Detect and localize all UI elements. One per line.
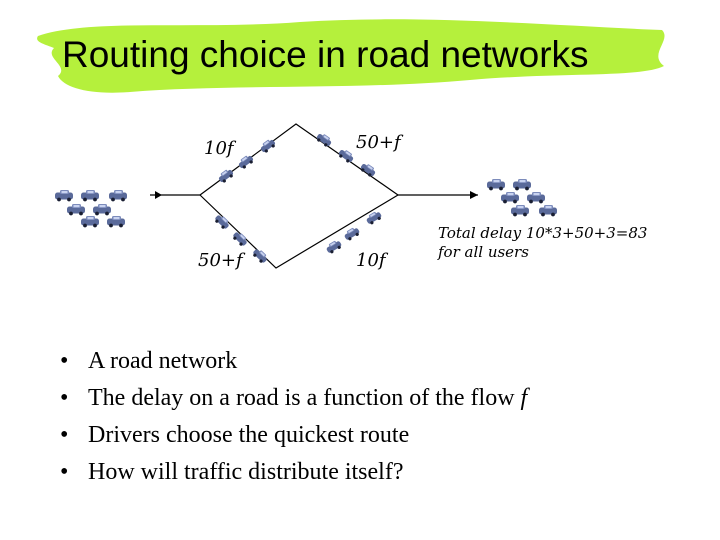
flow-variable: f [520, 385, 528, 411]
list-item: • Drivers choose the quickest route [60, 417, 700, 454]
edge-label-upper-left: 10f [204, 138, 234, 159]
car-icon [364, 209, 383, 226]
bullet-text: The delay on a road is a function of the… [88, 385, 521, 411]
note-line-1: Total delay 10*3+50+3=83 [438, 224, 648, 242]
bullet-marker: • [60, 385, 69, 411]
list-item: • How will traffic distribute itself? [60, 454, 700, 491]
car-icon [55, 190, 73, 202]
page-title: Routing choice in road networks [62, 34, 589, 75]
car-icon [315, 131, 334, 149]
note-line-2: for all users [438, 243, 529, 261]
car-icon [511, 205, 529, 217]
car-icon [81, 216, 99, 228]
car-icon [337, 147, 356, 165]
car-icon [501, 192, 519, 204]
bullet-marker: • [60, 422, 69, 448]
car-icon [216, 167, 235, 185]
list-item: • A road network [60, 343, 700, 380]
car-icon [81, 190, 99, 202]
car-icon [539, 205, 557, 217]
edge-label-upper-right: 50+f [356, 132, 401, 153]
car-icon [251, 247, 270, 265]
list-item: • The delay on a road is a function of t… [60, 380, 700, 417]
bullet-marker: • [60, 459, 69, 485]
car-icon [487, 179, 505, 191]
edge-label-lower-right: 10f [356, 250, 386, 271]
bullet-text: How will traffic distribute itself? [88, 459, 404, 485]
bullet-text: Drivers choose the quickest route [88, 422, 410, 448]
car-icon [109, 190, 127, 202]
car-icon [342, 225, 361, 242]
car-icon [93, 204, 111, 216]
edge-label-lower-left: 50+f [198, 250, 243, 271]
car-icon [67, 204, 85, 216]
arrow-icon [470, 191, 478, 199]
car-icon [527, 192, 545, 204]
car-icon [513, 179, 531, 191]
bullet-text: A road network [88, 348, 238, 374]
total-delay-note: Total delay 10*3+50+3=83 for all users [438, 224, 668, 262]
car-icon [107, 216, 125, 228]
bullet-list: • A road network • The delay on a road i… [60, 343, 700, 491]
bullet-marker: • [60, 348, 69, 374]
car-icon [359, 161, 378, 179]
arrow-icon [155, 191, 162, 199]
car-icon [324, 238, 343, 255]
title-highlight [37, 19, 665, 93]
